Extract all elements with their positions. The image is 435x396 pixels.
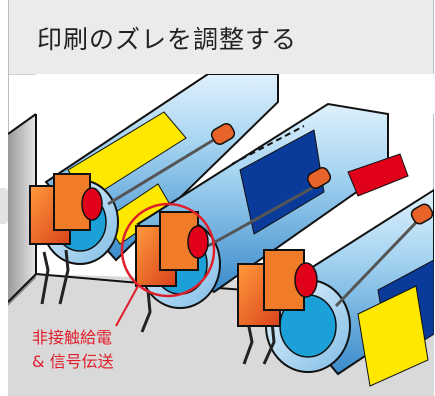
callout-circle xyxy=(120,202,216,298)
bracket-connector-3 xyxy=(237,249,318,365)
callout-leader xyxy=(115,285,139,327)
callout-line-2: & 信号伝送 xyxy=(32,352,114,371)
bracket-connector-2 xyxy=(135,211,209,333)
left-scroll-tab[interactable] xyxy=(0,188,8,224)
callout-label: 非接触給電 & 信号伝送 xyxy=(32,326,114,374)
header-bar: 印刷のズレを調整する xyxy=(9,0,433,75)
page-title: 印刷のズレを調整する xyxy=(37,25,298,54)
shaft-collars xyxy=(210,123,434,225)
shafts xyxy=(107,134,430,308)
printing-rollers-illustration xyxy=(8,74,434,396)
bracket-connector-1 xyxy=(29,173,103,305)
callout-line-1: 非接触給電 xyxy=(32,328,113,347)
side-wall xyxy=(8,114,36,302)
